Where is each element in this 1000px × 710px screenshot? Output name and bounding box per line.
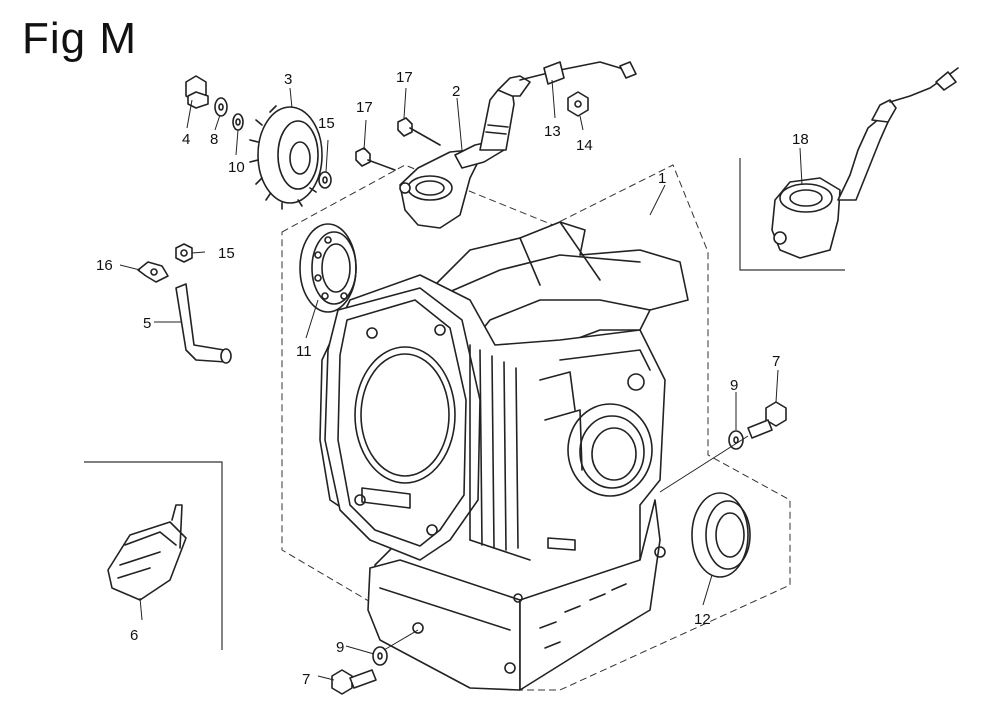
callout-17-lower: 17 bbox=[356, 99, 373, 116]
inset-frame-left bbox=[84, 461, 223, 650]
callout-5: 5 bbox=[143, 315, 151, 332]
callout-7-lower: 7 bbox=[302, 671, 310, 688]
bolt-part-7-right[interactable] bbox=[747, 401, 787, 439]
clip-part-10[interactable] bbox=[232, 113, 244, 131]
bolt-part-17-upper[interactable] bbox=[397, 117, 441, 146]
callout-14: 14 bbox=[576, 137, 593, 154]
bolt-part-7-lower[interactable] bbox=[331, 669, 377, 695]
oil-seal-part[interactable] bbox=[691, 492, 751, 578]
figure-title: Fig M bbox=[22, 14, 137, 63]
rod-part-5[interactable] bbox=[175, 283, 232, 364]
callout-3: 3 bbox=[284, 71, 292, 88]
governor-gear-part[interactable] bbox=[249, 105, 323, 210]
callout-15-lower: 15 bbox=[218, 245, 235, 262]
crankcase-part[interactable] bbox=[319, 221, 689, 691]
callout-18: 18 bbox=[792, 131, 809, 148]
clip-part-16[interactable] bbox=[137, 261, 169, 283]
callout-17-upper: 17 bbox=[396, 69, 413, 86]
callout-labels: 1 2 3 4 5 6 7 7 8 9 9 10 11 12 13 14 15 … bbox=[96, 69, 809, 688]
bearing-part[interactable] bbox=[299, 223, 357, 313]
washer-part-15-upper[interactable] bbox=[318, 171, 332, 189]
washer-part-8[interactable] bbox=[214, 97, 228, 117]
callout-9-right: 9 bbox=[730, 377, 738, 394]
callout-2: 2 bbox=[452, 83, 460, 100]
oil-sensor-alt-part[interactable] bbox=[771, 67, 959, 259]
callout-12: 12 bbox=[694, 611, 711, 628]
pin-part[interactable] bbox=[185, 75, 209, 109]
bracket-part-6[interactable] bbox=[107, 504, 187, 601]
nut-part-14[interactable] bbox=[567, 91, 589, 117]
oil-sensor-part[interactable] bbox=[399, 61, 637, 229]
leader-lines bbox=[119, 79, 803, 681]
washer-part-9-lower[interactable] bbox=[372, 646, 388, 666]
callout-9-lower: 9 bbox=[336, 639, 344, 656]
callout-6: 6 bbox=[130, 627, 138, 644]
callout-8: 8 bbox=[210, 131, 218, 148]
nut-part-15-lower[interactable] bbox=[175, 243, 193, 263]
bolt-part-17-lower[interactable] bbox=[355, 147, 396, 171]
callout-1: 1 bbox=[658, 170, 666, 187]
washer-part-9-right[interactable] bbox=[728, 430, 744, 450]
callout-13: 13 bbox=[544, 123, 561, 140]
callout-10: 10 bbox=[228, 159, 245, 176]
inset-frame-right bbox=[739, 158, 845, 271]
callout-16: 16 bbox=[96, 257, 113, 274]
callout-4: 4 bbox=[182, 131, 190, 148]
callout-15-upper: 15 bbox=[318, 115, 335, 132]
callout-7-right: 7 bbox=[772, 353, 780, 370]
callout-11: 11 bbox=[296, 343, 312, 360]
